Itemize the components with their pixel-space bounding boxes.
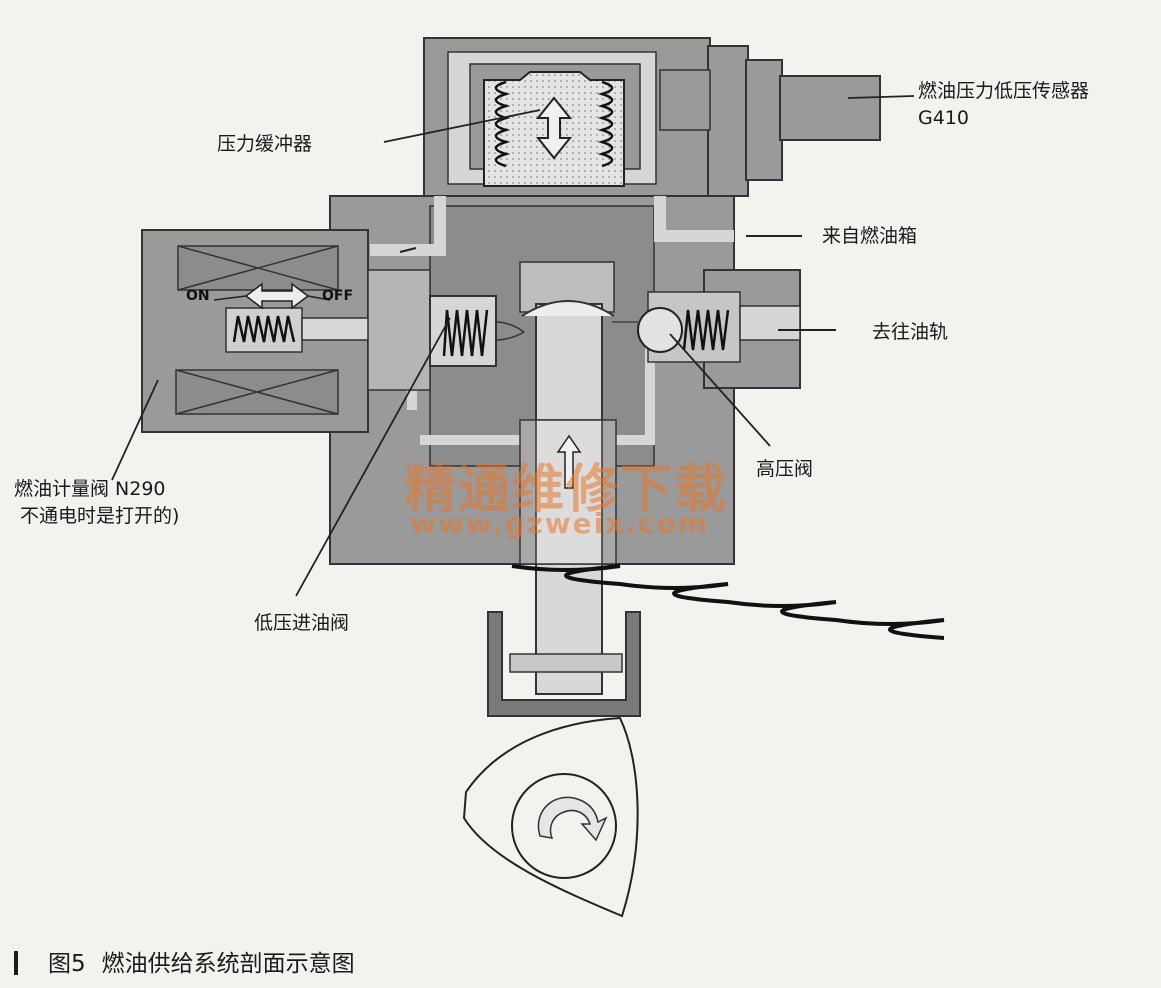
label-to-fuel-rail: 去往油轨: [872, 321, 949, 343]
buffer-bellows: [494, 80, 614, 168]
label-from-fuel-tank: 来自燃油箱: [822, 225, 918, 247]
off-label: OFF: [322, 288, 353, 304]
rotation-arrow-icon: [537, 796, 608, 842]
on-label: ON: [186, 288, 210, 304]
pump-plunger: [519, 300, 617, 695]
caption-bar: [14, 951, 18, 975]
label-metering-valve-line2: 不通电时是打开的): [20, 505, 180, 527]
figure-caption: 图5 燃油供给系统剖面示意图: [14, 944, 355, 978]
cam-lobe: [462, 716, 639, 918]
watermark-title: 精通维修下载: [404, 459, 729, 520]
flow-arrows: [399, 235, 836, 331]
label-sensor-g410-line1: 燃油压力低压传感器: [918, 80, 1090, 102]
label-low-pressure-inlet-valve: 低压进油阀: [254, 612, 350, 634]
low-pressure-inlet-valve: [429, 295, 525, 367]
label-sensor-g410-line2: G410: [918, 107, 969, 129]
watermark-url: www.gzweix.com: [410, 507, 709, 540]
return-spring: [511, 564, 945, 640]
metering-valve-n290: [141, 229, 431, 433]
label-high-pressure-valve: 高压阀: [756, 458, 814, 480]
label-metering-valve-line1: 燃油计量阀 N290: [14, 478, 166, 500]
label-pressure-buffer: 压力缓冲器: [217, 133, 313, 155]
figure-number: 图5: [48, 951, 86, 977]
leader-lines: [111, 95, 915, 597]
spring-cup: [487, 611, 641, 717]
caption-text: 燃油供给系统剖面示意图: [101, 951, 355, 977]
buffer-double-arrow: [535, 96, 573, 160]
